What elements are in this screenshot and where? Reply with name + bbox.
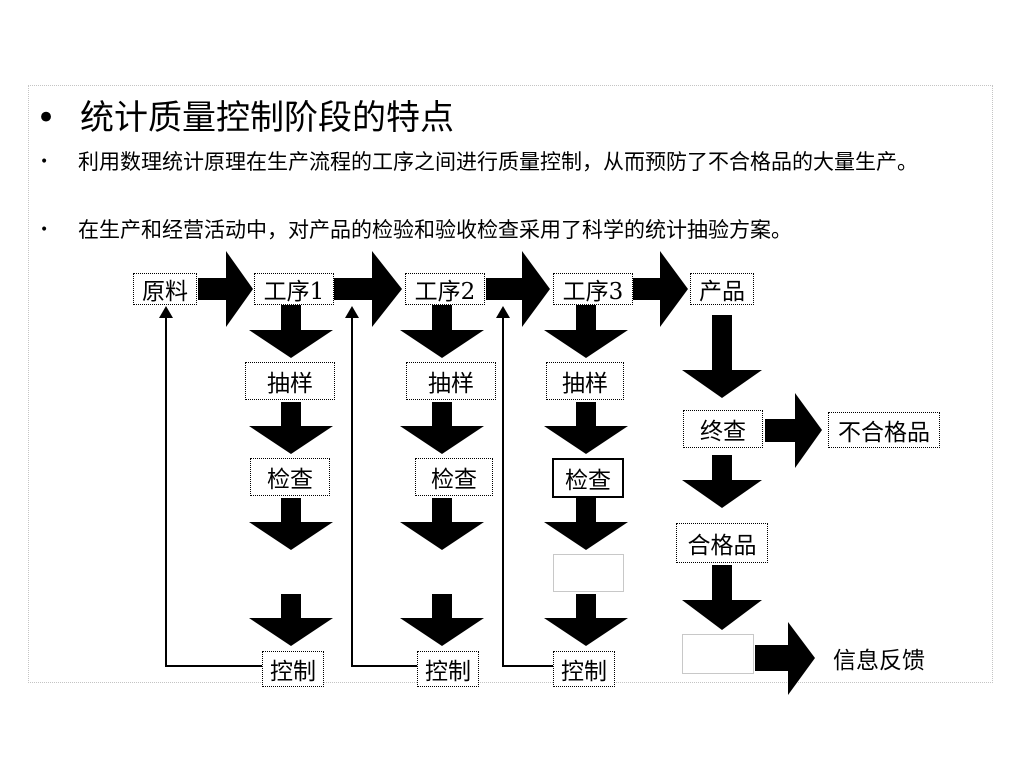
arrow-step1-to-step2 — [334, 251, 402, 327]
arrow-down — [544, 594, 628, 646]
node-qualified: 合格品 — [676, 523, 768, 563]
bullet-dot: • — [36, 98, 57, 138]
arrow-down — [682, 565, 762, 630]
empty-box — [553, 554, 624, 592]
node-step-3: 工序3 — [553, 273, 633, 305]
bullet-text-1: 利用数理统计原理在生产流程的工序之间进行质量控制，从而预防了不合格品的大量生产。 — [78, 150, 918, 174]
feedback-arrowhead — [496, 306, 510, 318]
feedback-arrowhead — [159, 306, 173, 318]
node-inspect-1: 检查 — [250, 458, 330, 496]
node-rejected: 不合格品 — [828, 412, 940, 448]
arrow-down — [682, 455, 762, 508]
feedback-line-1 — [165, 313, 262, 667]
arrow-step3-to-product — [632, 251, 688, 327]
bullet-dot: • — [40, 154, 49, 170]
node-raw-material: 原料 — [133, 273, 197, 305]
node-sample-1: 抽样 — [245, 362, 335, 400]
arrow-down — [544, 305, 628, 358]
arrow-down — [400, 498, 484, 550]
arrow-feedback — [755, 622, 815, 695]
feedback-line-3 — [502, 313, 553, 667]
arrow-down — [249, 305, 333, 358]
slide-frame — [28, 85, 993, 683]
feedback-arrowhead — [345, 306, 359, 318]
node-control-2: 控制 — [417, 651, 479, 687]
arrow-down — [249, 594, 333, 646]
arrow-final-to-rejected — [765, 393, 822, 468]
label-feedback: 信息反馈 — [820, 640, 938, 676]
node-control-3: 控制 — [553, 651, 615, 687]
node-inspect-2: 检查 — [415, 458, 493, 496]
arrow-down — [400, 305, 484, 358]
node-final-check: 终查 — [683, 410, 763, 448]
title-text: 统计质量控制阶段的特点 — [80, 98, 454, 138]
arrow-down — [544, 402, 628, 454]
arrow-raw-to-step1 — [198, 251, 253, 327]
arrow-down — [400, 402, 484, 454]
node-sample-2: 抽样 — [406, 362, 496, 400]
feedback-line-2 — [351, 313, 417, 667]
arrow-down — [249, 498, 333, 550]
node-control-1: 控制 — [262, 651, 324, 687]
arrow-down — [682, 315, 762, 398]
arrow-step2-to-step3 — [486, 251, 550, 327]
bullet-text-2: 在生产和经营活动中，对产品的检验和验收检查采用了科学的统计抽验方案。 — [78, 218, 792, 242]
node-sample-3: 抽样 — [546, 362, 624, 400]
node-product: 产品 — [690, 273, 754, 305]
arrow-down — [544, 498, 628, 550]
node-step-2: 工序2 — [405, 273, 485, 305]
node-step-1: 工序1 — [254, 273, 334, 305]
arrow-down — [249, 402, 333, 454]
empty-box — [682, 634, 754, 674]
arrow-down — [400, 594, 484, 646]
bullet-dot: • — [40, 222, 49, 238]
node-inspect-3: 检查 — [552, 458, 624, 498]
